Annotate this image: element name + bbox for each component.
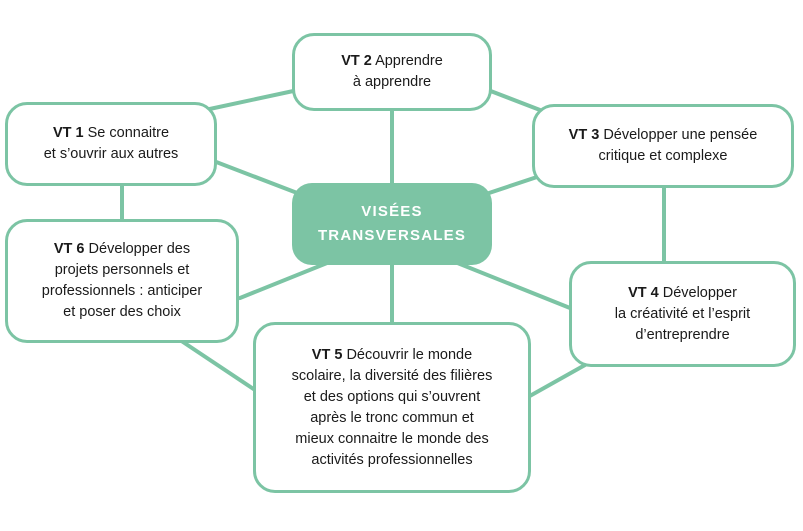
node-vt4: VT 4 Développer la créativité et l’espri… bbox=[569, 261, 796, 367]
node-vt5-line5: mieux connaitre le monde des bbox=[295, 430, 489, 447]
node-vt3: VT 3 Développer une pensée critique et c… bbox=[532, 104, 794, 188]
node-vt6-label: VT 6 bbox=[53, 241, 85, 257]
node-vt5-label: VT 5 bbox=[311, 346, 343, 363]
node-vt4-line2: la créativité et l’esprit bbox=[614, 305, 751, 322]
node-vt6: VT 6 Développer des projets personnels e… bbox=[5, 219, 239, 343]
node-vt4-line1: Développer bbox=[662, 284, 737, 301]
node-vt6-line1: Développer des bbox=[88, 241, 191, 257]
node-vt5: VT 5 Découvrir le monde scolaire, la div… bbox=[253, 322, 531, 493]
node-vt4-label: VT 4 bbox=[628, 284, 659, 301]
center-title-line1: VISÉES bbox=[361, 203, 423, 220]
node-vt5-line3: et des options qui s’ouvrent bbox=[303, 388, 481, 405]
node-vt2-line1: Apprendre bbox=[375, 53, 443, 69]
center-node-visees-transversales: VISÉES TRANSVERSALES bbox=[292, 183, 492, 265]
connector-vt4-vt5 bbox=[526, 363, 587, 399]
node-vt3-label: VT 3 bbox=[568, 127, 600, 143]
node-vt1-label: VT 1 bbox=[52, 125, 84, 141]
node-vt1-line1: Se connaitre bbox=[87, 125, 170, 141]
node-vt2-line2: à apprendre bbox=[352, 74, 432, 90]
connector-vt2-vt3 bbox=[486, 88, 542, 112]
node-vt6-line2: projets personnels et bbox=[54, 262, 190, 278]
node-vt6-line3: professionnels : anticiper bbox=[41, 283, 203, 299]
node-vt5-line6: activités professionnelles bbox=[311, 451, 473, 468]
node-vt5-line2: scolaire, la diversité des filières bbox=[291, 367, 493, 384]
node-vt2: VT 2 Apprendre à apprendre bbox=[292, 33, 492, 111]
node-vt3-line2: critique et complexe bbox=[598, 148, 728, 164]
node-vt1: VT 1 Se connaitre et s’ouvrir aux autres bbox=[5, 102, 217, 186]
connector-vt6-vt5 bbox=[178, 338, 257, 392]
center-title-line2: TRANSVERSALES bbox=[317, 227, 467, 244]
node-vt3-line1: Développer une pensée bbox=[603, 127, 758, 143]
node-vt5-line1: Découvrir le monde bbox=[346, 346, 473, 363]
node-vt1-line2: et s’ouvrir aux autres bbox=[43, 146, 179, 162]
node-vt2-label: VT 2 bbox=[341, 53, 372, 69]
connector-center-vt4 bbox=[453, 260, 572, 310]
connector-vt1-vt2 bbox=[203, 88, 300, 112]
connector-center-vt6 bbox=[238, 259, 334, 300]
connector-center-vt3 bbox=[478, 174, 542, 198]
node-vt6-line4: et poser des choix bbox=[63, 304, 181, 320]
node-vt4-line3: d’entreprendre bbox=[635, 326, 730, 343]
node-vt5-line4: après le tronc commun et bbox=[310, 409, 474, 426]
